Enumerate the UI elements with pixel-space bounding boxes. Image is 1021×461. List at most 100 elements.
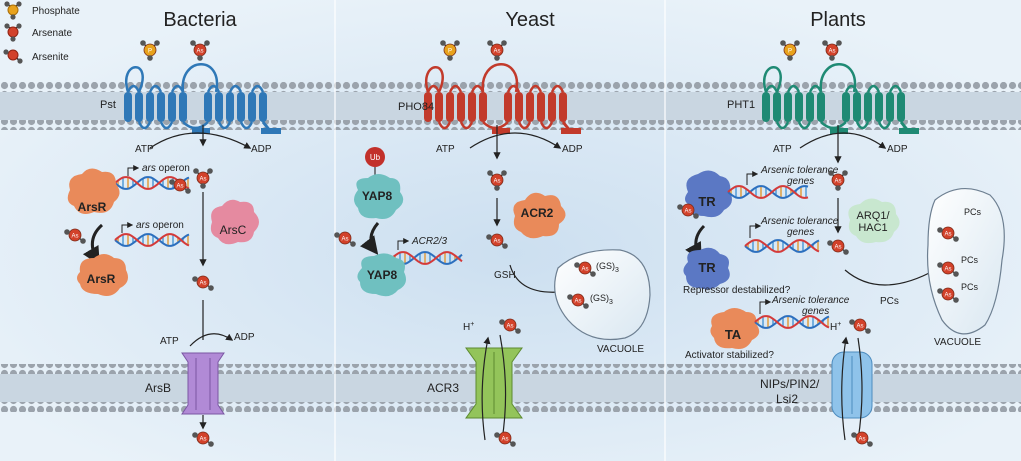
yeast-atp: ATP	[436, 144, 455, 155]
arsenite-molecule: As	[486, 233, 508, 249]
yeast-panel: ATP ADP ACR2 Ub YAP8 ACR2/3 YAP8 GSH (GS…	[354, 125, 651, 442]
svg-text:As: As	[834, 245, 841, 251]
ub-label: Ub	[370, 153, 381, 162]
svg-text:As: As	[944, 232, 951, 238]
yeast-vacuole-label: VACUOLE	[597, 344, 644, 355]
svg-text:As: As	[71, 234, 78, 240]
legend-phosphate-label: Phosphate	[32, 6, 80, 17]
acr2-enzyme	[513, 192, 566, 239]
svg-text:P: P	[148, 49, 152, 55]
arq1-hac1-enzyme	[848, 198, 900, 244]
acr2-label: ACR2	[521, 206, 554, 220]
svg-text:As: As	[493, 239, 500, 245]
bacteria-atp-bottom: ATP	[160, 336, 179, 347]
arsenite-molecule: As	[937, 226, 959, 242]
arsenite-molecule: As	[849, 318, 871, 334]
arsenate-molecule: As	[828, 170, 848, 191]
tolerance-genes-dna-1	[727, 185, 809, 199]
gene1-line2: genes	[787, 176, 814, 187]
arsr-label-1: ArsR	[78, 200, 107, 214]
arsenite-molecule: As	[827, 239, 849, 255]
svg-text:As: As	[199, 281, 206, 287]
pst-label: Pst	[100, 99, 116, 111]
ta-label: TA	[725, 327, 742, 342]
yeast-vacuole	[554, 249, 651, 341]
arsenite-molecule: As	[494, 431, 516, 447]
svg-text:As: As	[684, 209, 691, 215]
arsenate-molecule: As	[487, 40, 507, 61]
bacteria-title: Bacteria	[163, 9, 237, 31]
bacteria-atp-top: ATP	[135, 144, 154, 155]
legend-arsenate-label: Arsenate	[32, 28, 72, 39]
tolerance-genes-dna-2	[744, 239, 820, 253]
legend: Phosphate Arsenate Arsenite	[3, 1, 80, 64]
acr3-efflux-pump	[465, 347, 523, 419]
yeast-title: Yeast	[505, 9, 555, 31]
pcs-complex-1: PCs	[964, 207, 982, 217]
plant-vacuole-label: VACUOLE	[934, 337, 981, 348]
svg-text:As: As	[834, 179, 841, 185]
nips-pin2-lsi2-transporter	[831, 351, 873, 419]
arsenite-molecule: As	[567, 293, 589, 309]
arsr-repressor-2	[77, 254, 128, 296]
phosphate-molecule: P	[140, 40, 160, 61]
arsenate-molecule: As	[193, 168, 213, 189]
arsenite-molecule: As	[937, 287, 959, 303]
as-gs3-complex-2: (GS)3	[590, 293, 613, 306]
svg-text:As: As	[501, 437, 508, 443]
arsenite-molecule: As	[937, 261, 959, 277]
bacteria-adp-bottom: ADP	[234, 332, 255, 343]
svg-text:As: As	[493, 179, 500, 185]
svg-text:P: P	[448, 49, 452, 55]
gene3-line1: Arsenic tolerance	[771, 295, 850, 306]
repressor-destabilized-note: Repressor destabilized?	[683, 285, 791, 296]
ars-operon-label-2: ars operon	[136, 220, 184, 231]
svg-text:As: As	[581, 267, 588, 273]
plant-proton: H+	[830, 321, 841, 333]
lsi2-label: Lsi2	[776, 392, 798, 406]
svg-text:As: As	[856, 324, 863, 330]
yap8-top-label: YAP8	[362, 189, 393, 203]
arsenate-legend-icon	[4, 23, 22, 42]
pht1-transporter	[762, 63, 919, 134]
yap8-bottom	[357, 253, 406, 297]
arsenite-molecule: As	[851, 431, 873, 447]
svg-text:As: As	[199, 177, 206, 183]
arsenate-molecule: As	[190, 40, 210, 61]
arsr-repressor-1	[67, 168, 120, 214]
yap8-top	[354, 174, 404, 219]
legend-arsenite-label: Arsenite	[32, 52, 69, 63]
svg-text:As: As	[196, 49, 203, 55]
arsenite-molecule: As	[499, 318, 521, 334]
plants-atp: ATP	[773, 144, 792, 155]
pcs-complex-3: PCs	[961, 282, 979, 292]
svg-text:P: P	[788, 49, 792, 55]
arsr-label-2: ArsR	[87, 272, 116, 286]
gene1-line1: Arsenic tolerance	[760, 165, 839, 176]
nips-pin2-label: NIPs/PIN2/	[760, 377, 820, 391]
arsenite-molecule: As	[64, 228, 86, 244]
arsenite-molecule: As	[677, 203, 699, 219]
svg-text:As: As	[199, 437, 206, 443]
acr3-label: ACR3	[427, 381, 459, 395]
ars-operon-dna-2	[114, 233, 190, 247]
pst-transporter	[124, 63, 281, 134]
svg-text:As: As	[341, 237, 348, 243]
tr-label-1: TR	[698, 194, 716, 209]
bacteria-adp-top: ADP	[251, 144, 272, 155]
activator-stabilized-note: Activator stabilized?	[685, 350, 774, 361]
acr23-gene-label: ACR2/3	[411, 236, 447, 247]
tr-repressor-1	[685, 170, 732, 218]
svg-text:As: As	[574, 299, 581, 305]
gene2-line1: Arsenic tolerance	[760, 216, 839, 227]
svg-text:As: As	[506, 324, 513, 330]
ubiquitin	[365, 147, 385, 167]
ars-operon-label-1: ars operon	[142, 163, 190, 174]
svg-text:As: As	[944, 267, 951, 273]
yeast-proton: H+	[463, 321, 474, 333]
pho84-transporter	[424, 63, 581, 134]
phosphate-molecule: P	[780, 40, 800, 61]
